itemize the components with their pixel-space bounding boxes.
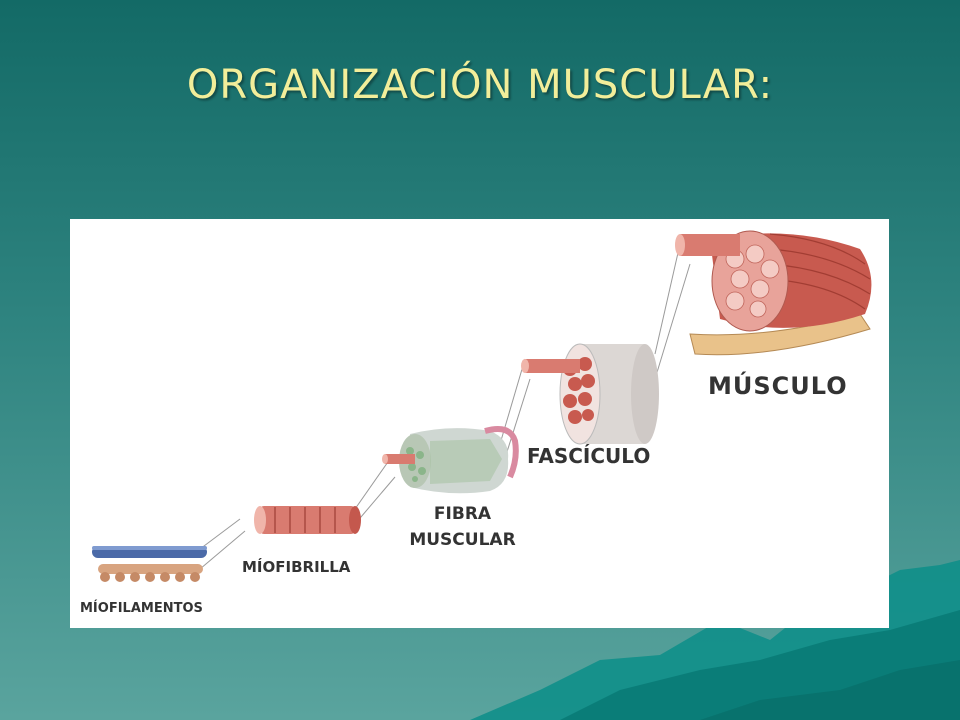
label-fibra-muscular-line1: FIBRA bbox=[433, 504, 492, 524]
fascicle-illustration bbox=[521, 343, 659, 445]
slide-title: ORGANIZACIÓN MUSCULAR: bbox=[186, 62, 774, 108]
label-fasciculo: FASCÍCULO bbox=[527, 444, 651, 468]
myofilaments-illustration bbox=[92, 546, 207, 582]
muscle-illustration bbox=[92, 230, 872, 582]
label-miofilamentos: MÍOFILAMENTOS bbox=[80, 601, 203, 616]
myofibril-illustration bbox=[254, 506, 361, 534]
muscle-fiber-illustration bbox=[382, 426, 519, 494]
muscle-organization-figure: MÚSCULO FASCÍCULO FIBRA MUSCULAR MÍOFIBR… bbox=[70, 219, 889, 628]
label-musculo: MÚSCULO bbox=[708, 372, 848, 400]
muscle-illustration-whole bbox=[675, 230, 872, 356]
label-miofibrilla: MÍOFIBRILLA bbox=[242, 558, 351, 576]
label-fibra-muscular-line2: MUSCULAR bbox=[409, 530, 516, 550]
